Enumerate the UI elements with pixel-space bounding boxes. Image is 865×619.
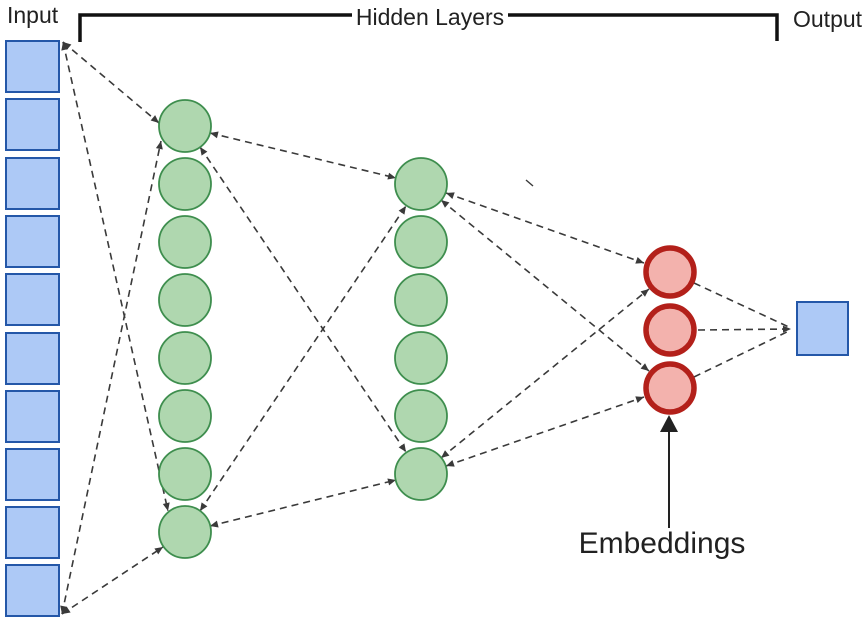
connection-line: [61, 546, 164, 615]
hidden-neuron: [394, 215, 448, 269]
hidden-neuron: [158, 505, 212, 559]
connection-arrowhead: [155, 141, 163, 150]
connection-arrowhead: [446, 460, 455, 467]
hidden-neuron: [158, 331, 212, 385]
input-node: [5, 215, 60, 268]
connection-line: [693, 329, 792, 378]
hidden-neuron: [394, 157, 448, 211]
stray-tick: [525, 179, 534, 187]
connection-arrowhead: [441, 450, 450, 458]
embedding-neuron: [643, 245, 697, 299]
input-node: [5, 332, 60, 385]
connection-line: [199, 146, 407, 453]
connection-arrowhead: [63, 42, 72, 50]
embeddings-label: Embeddings: [578, 527, 746, 560]
hidden-neuron: [158, 447, 212, 501]
input-node: [5, 506, 60, 559]
input-node: [5, 448, 60, 501]
connection-arrowhead: [154, 547, 163, 555]
connection-line: [440, 288, 650, 459]
connection-line: [199, 205, 407, 512]
connection-line: [209, 132, 397, 179]
connection-line: [209, 479, 397, 527]
embeddings-arrowhead: [660, 415, 678, 432]
connection-line: [445, 192, 645, 264]
connection-arrowhead: [162, 502, 170, 511]
hidden-neuron: [158, 99, 212, 153]
connection-arrowhead: [441, 200, 450, 208]
hidden-layers-label: Hidden Layers: [355, 4, 505, 30]
hidden-neuron: [394, 447, 448, 501]
connection-arrowhead: [210, 520, 219, 528]
hidden-neuron: [394, 331, 448, 385]
input-node: [5, 390, 60, 443]
connection-arrowhead: [398, 206, 406, 215]
connection-arrowhead: [60, 605, 68, 614]
connection-arrowhead: [398, 443, 406, 452]
connection-arrowhead: [61, 42, 69, 51]
connection-line: [445, 396, 645, 467]
connection-arrowhead: [387, 478, 396, 486]
connection-line: [693, 282, 792, 329]
output-node: [796, 301, 849, 356]
input-node: [5, 98, 60, 151]
connection-arrowhead: [210, 131, 219, 139]
input-node: [5, 273, 60, 326]
connection-arrowhead: [200, 502, 208, 511]
input-node: [5, 157, 60, 210]
connection-line: [62, 41, 169, 512]
connection-arrowhead: [62, 606, 71, 614]
embedding-neuron: [643, 361, 697, 415]
hidden-layers-bracket: [78, 13, 779, 42]
connection-arrowhead: [640, 363, 649, 371]
connection-arrowhead: [387, 172, 396, 180]
connection-line: [697, 328, 792, 331]
hidden-neuron: [158, 389, 212, 443]
input-node: [5, 40, 60, 93]
input-layer-label: Input: [7, 2, 59, 28]
hidden-neuron: [158, 157, 212, 211]
embedding-neuron: [643, 303, 697, 357]
connection-arrowhead: [640, 289, 649, 297]
connection-arrowhead: [635, 396, 644, 403]
connection-line: [440, 199, 650, 372]
connection-arrowhead: [635, 257, 644, 264]
hidden-neuron: [158, 273, 212, 327]
input-node: [5, 564, 60, 617]
hidden-neuron: [394, 273, 448, 327]
connection-arrowhead: [446, 192, 455, 199]
connection-arrowhead: [200, 147, 208, 156]
hidden-neuron: [394, 389, 448, 443]
connection-line: [61, 140, 162, 615]
connection-arrowhead: [150, 115, 159, 123]
connection-line: [62, 41, 160, 124]
hidden-neuron: [158, 215, 212, 269]
output-layer-label: Output: [793, 6, 863, 32]
connection-arrowhead: [782, 325, 791, 333]
